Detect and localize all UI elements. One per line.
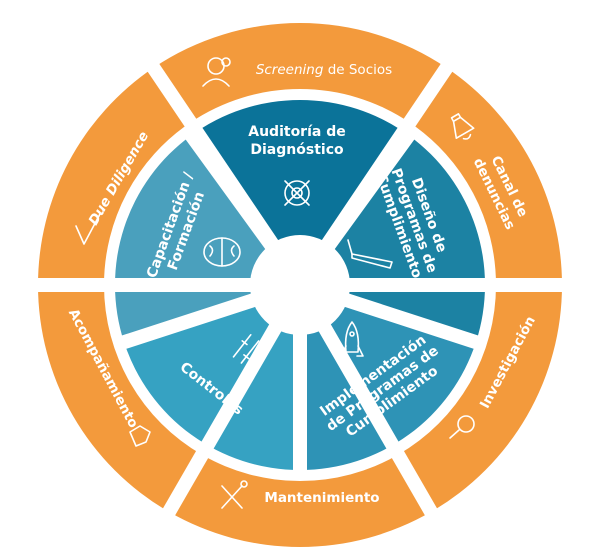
center-circle [250, 235, 350, 335]
sliders-icon [232, 334, 268, 370]
tools-icon [221, 480, 248, 509]
outer-label-mantenimiento: Mantenimiento [264, 490, 379, 506]
outer-segment-mantenimiento [169, 454, 431, 547]
outer-segment-due [38, 67, 191, 286]
svg-text:Mantenimiento: Mantenimiento [264, 490, 379, 506]
magnifier-icon [449, 415, 475, 439]
inner-segment-controles [124, 297, 301, 470]
pen-icon [347, 239, 393, 269]
screening-em: Screening [256, 62, 324, 78]
person-search-icon [202, 57, 231, 87]
svg-text:Diagnóstico: Diagnóstico [250, 142, 344, 158]
rocket-icon [340, 321, 364, 357]
handshake-icon [129, 425, 151, 447]
svg-text:Auditoría de: Auditoría de [248, 124, 345, 140]
brain-icon [203, 237, 241, 267]
outer-segment-screening [153, 23, 447, 123]
outer-segment-canal [409, 67, 562, 286]
checkmark-icon [75, 213, 101, 245]
inner-segment-implementacion [300, 297, 476, 470]
target-icon [284, 180, 310, 206]
outer-segment-acompanamiento [38, 285, 202, 512]
inner-segment-auditoria [191, 100, 409, 253]
inner-label-auditoria: Auditoría de Diagnóstico [248, 124, 346, 206]
megaphone-icon [450, 113, 475, 140]
outer-label-screening: Screening de Socios [202, 57, 392, 87]
outer-segment-investigacion [398, 285, 562, 512]
svg-text:Screening de Socios: Screening de Socios [256, 62, 392, 78]
